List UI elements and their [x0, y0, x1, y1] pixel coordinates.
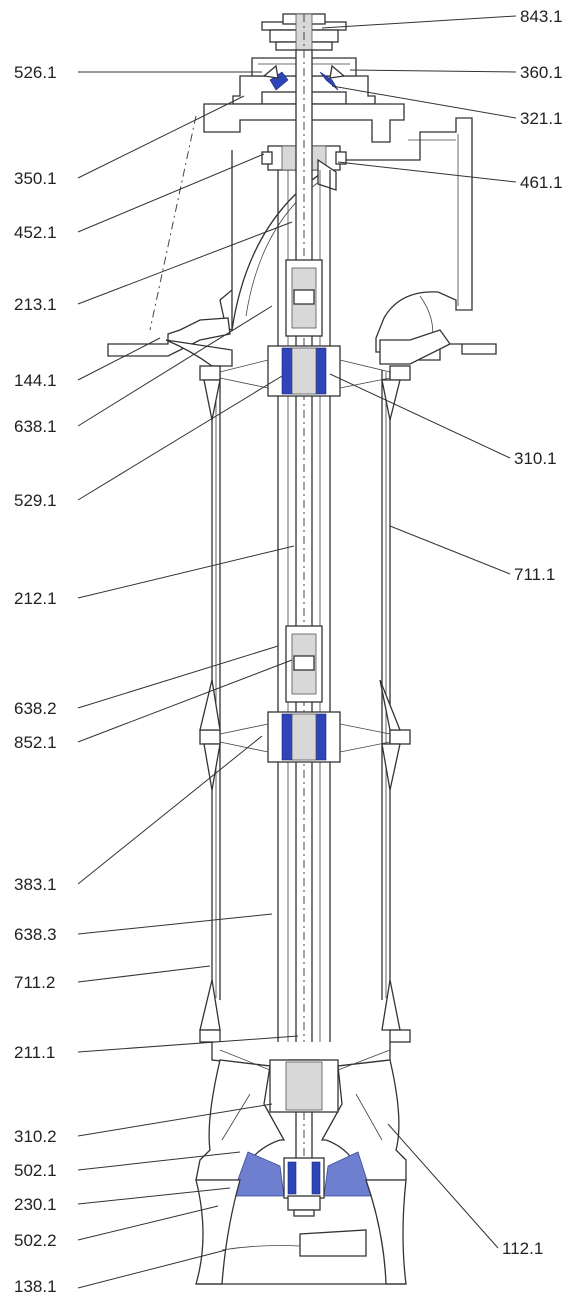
column-flange-lower — [199, 979, 411, 1043]
label-852-1: 852.1 — [14, 733, 57, 752]
label-452-1: 452.1 — [14, 223, 57, 242]
shaft-coupling-1 — [285, 259, 323, 337]
shaft-coupling-2 — [285, 625, 323, 703]
label-711-2: 711.2 — [14, 973, 55, 992]
label-383-1: 383.1 — [14, 875, 57, 894]
label-310-2: 310.2 — [14, 1127, 57, 1146]
label-211-1: 211.1 — [14, 1043, 55, 1062]
label-638-3: 638.3 — [14, 925, 57, 944]
label-502-1: 502.1 — [14, 1161, 57, 1180]
label-212-1: 212.1 — [14, 589, 57, 608]
label-310-1: 310.1 — [514, 449, 557, 468]
label-230-1: 230.1 — [14, 1195, 57, 1214]
label-638-2: 638.2 — [14, 699, 57, 718]
labels-left: 526.1 350.1 452.1 213.1 144.1 638.1 529.… — [14, 63, 57, 1296]
label-711-1: 711.1 — [514, 565, 555, 584]
impeller — [231, 1151, 373, 1217]
discharge-head — [107, 103, 497, 367]
label-502-2: 502.2 — [14, 1231, 57, 1250]
label-843-1: 843.1 — [520, 7, 563, 26]
label-461-1: 461.1 — [520, 173, 563, 192]
label-144-1: 144.1 — [14, 371, 57, 390]
label-638-1: 638.1 — [14, 417, 57, 436]
pump-drawing — [107, 13, 497, 1285]
label-138-1: 138.1 — [14, 1277, 57, 1296]
suction-bell — [195, 1179, 407, 1285]
label-350-1: 350.1 — [14, 169, 57, 188]
intermediate-bearing-1 — [199, 345, 411, 421]
label-112-1: 112.1 — [502, 1239, 543, 1258]
pump-bowl — [195, 1042, 407, 1181]
leader-lines — [77, 15, 517, 1289]
intermediate-bearing-2 — [199, 679, 411, 791]
label-526-1: 526.1 — [14, 63, 57, 82]
labels-right: 843.1 360.1 321.1 461.1 310.1 711.1 112.… — [502, 7, 563, 1258]
label-321-1: 321.1 — [520, 109, 563, 128]
label-213-1: 213.1 — [14, 295, 57, 314]
label-529-1: 529.1 — [14, 491, 57, 510]
label-360-1: 360.1 — [520, 63, 563, 82]
line-shaft — [295, 14, 313, 1201]
